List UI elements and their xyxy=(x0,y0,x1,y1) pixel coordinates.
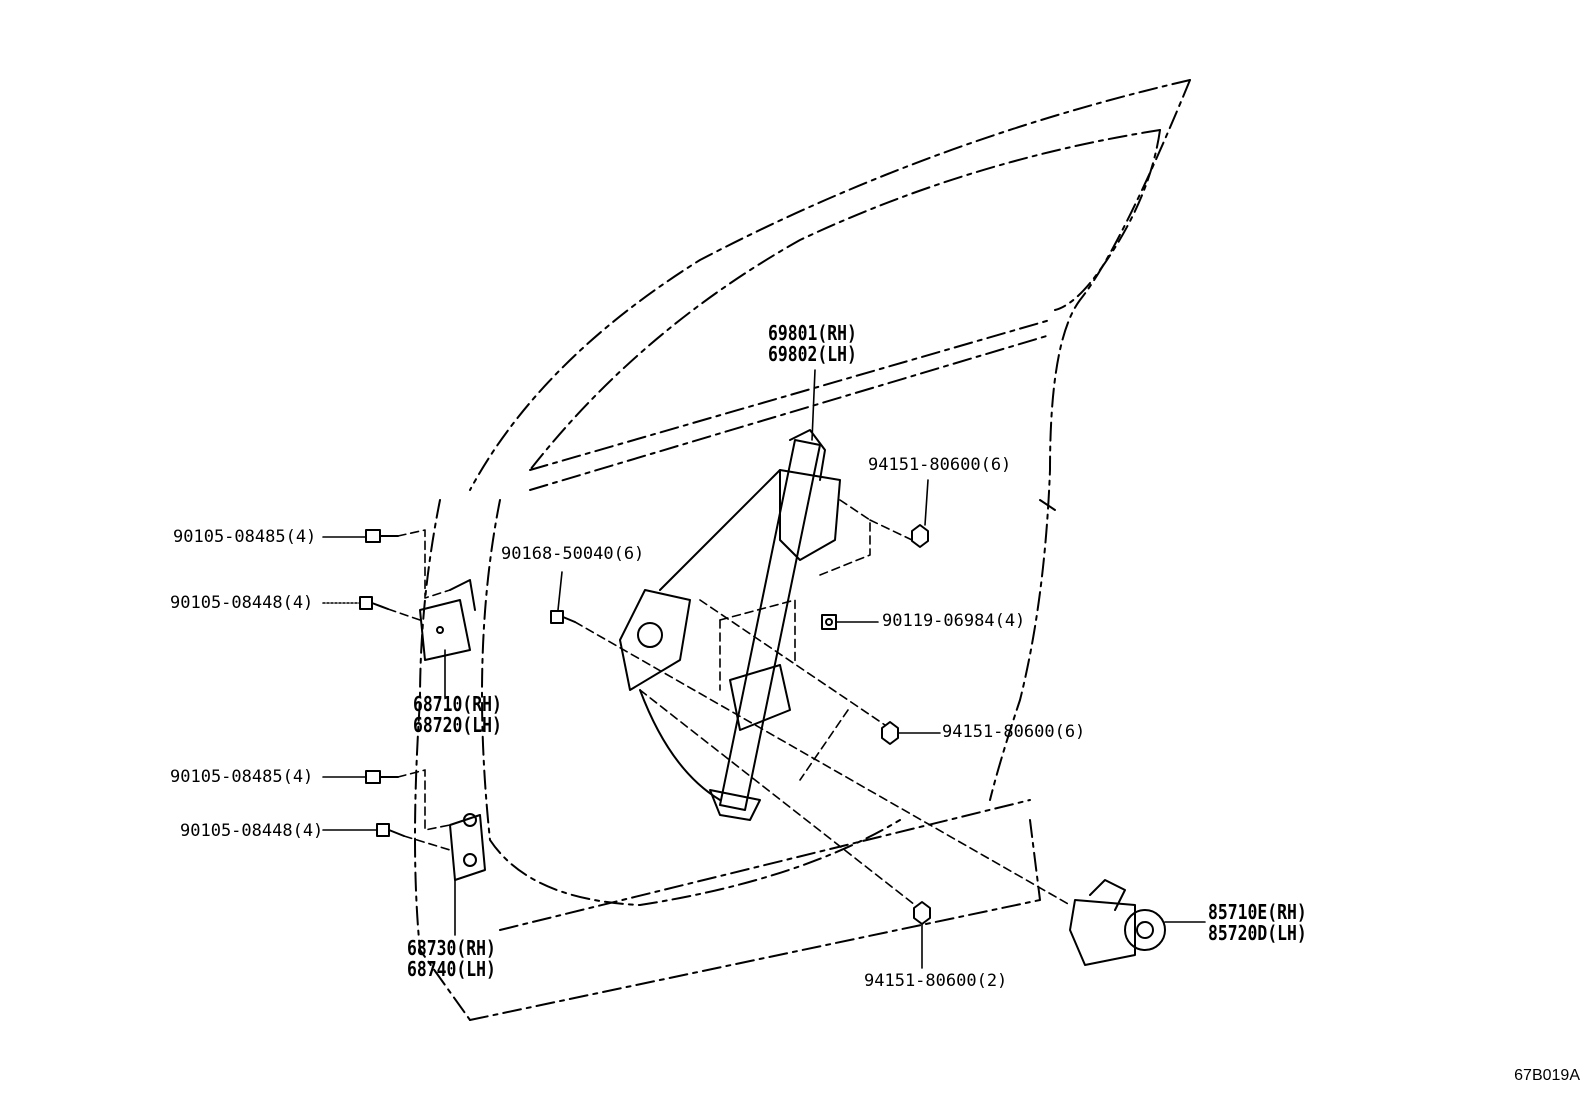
label-window-regulator-rh: 69801(RH) xyxy=(768,321,857,345)
label-window-motor: 85710E(RH) 85720D(LH) xyxy=(1208,902,1307,944)
assembly-dashed-lines xyxy=(387,499,1071,906)
label-nut-middle: 94151-80600(6) xyxy=(942,722,1086,742)
label-hinge-bolt-b-lower: 90105-08448(4) xyxy=(180,821,324,841)
motor-drawing xyxy=(1069,879,1166,966)
window-regulator-drawing xyxy=(619,429,841,821)
door-phantom-outline xyxy=(414,79,1191,1021)
label-hinge-bolt-a-lower: 90105-08485(4) xyxy=(170,767,314,787)
label-hinge-bolt-b-upper: 90105-08448(4) xyxy=(170,593,314,613)
label-window-regulator-lh: 69802(LH) xyxy=(768,342,857,366)
diagram-reference-id: 67B019A xyxy=(1514,1067,1580,1084)
label-window-regulator: 69801(RH) 69802(LH) xyxy=(768,323,857,365)
label-regulator-mount-bolt: 90119-06984(4) xyxy=(882,611,1026,631)
label-lower-hinge-rh: 68730(RH) xyxy=(407,936,496,960)
label-nut-lower: 94151-80600(2) xyxy=(864,971,1008,991)
lower-hinge-drawing xyxy=(449,813,486,881)
label-window-motor-lh: 85720D(LH) xyxy=(1208,921,1307,945)
label-window-motor-rh: 85710E(RH) xyxy=(1208,900,1307,924)
label-upper-hinge-rh: 68710(RH) xyxy=(413,692,502,716)
label-lower-hinge: 68730(RH) 68740(LH) xyxy=(407,938,496,980)
label-lower-hinge-lh: 68740(LH) xyxy=(407,957,496,981)
label-hinge-bolt-a-upper: 90105-08485(4) xyxy=(173,527,317,547)
label-nut-upper: 94151-80600(6) xyxy=(868,455,1012,475)
label-regulator-bolt: 90168-50040(6) xyxy=(501,544,645,564)
leader-lines xyxy=(322,369,1206,969)
label-upper-hinge-lh: 68720(LH) xyxy=(413,713,502,737)
upper-hinge-drawing xyxy=(419,579,476,661)
label-upper-hinge: 68710(RH) 68720(LH) xyxy=(413,694,502,736)
